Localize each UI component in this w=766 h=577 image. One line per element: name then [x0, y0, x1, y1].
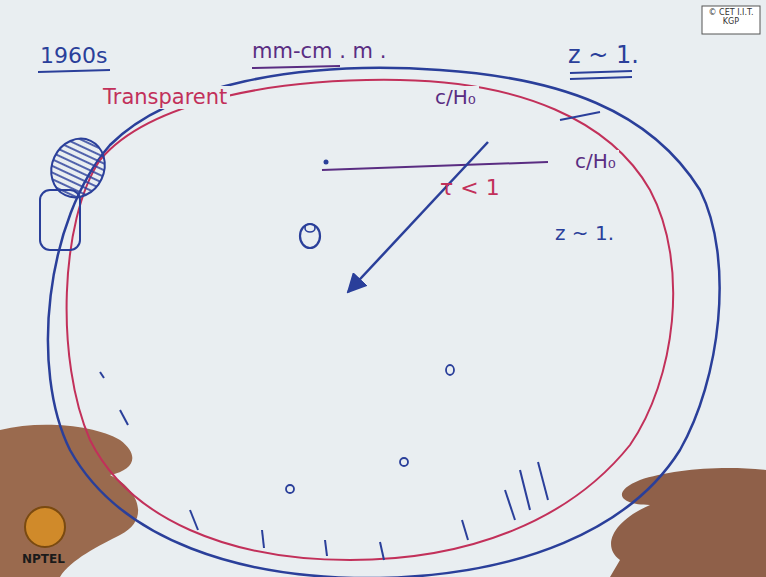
nptel-logo [25, 507, 65, 547]
radius-line [322, 162, 548, 170]
galaxy [400, 458, 408, 466]
logo-text: NPTEL [22, 553, 65, 566]
watermark-box [702, 6, 760, 34]
horizon-circle [67, 80, 674, 560]
scale-label: mm-cm . m . [252, 40, 386, 63]
distance-label: c/H₀ [432, 86, 479, 108]
tick-marks [100, 112, 600, 560]
galaxy [446, 365, 454, 375]
radius-arrow [348, 142, 488, 292]
distance-label: c/H₀ [572, 150, 619, 172]
hand [610, 468, 766, 577]
universe-boundary [48, 68, 720, 577]
underline [38, 66, 632, 79]
observer [305, 224, 315, 232]
region-label: Transparent [100, 86, 230, 109]
observer [300, 224, 320, 248]
redshift-label: z ~ 1. [568, 42, 639, 68]
watermark: © CET I.I.T. KGP [705, 9, 757, 27]
optical-depth-label: τ < 1 [440, 176, 500, 200]
redshift-label: z ~ 1. [552, 222, 617, 244]
patch [40, 190, 80, 250]
galaxy [286, 485, 294, 493]
date-label: 1960s [40, 44, 107, 68]
centre-dot [324, 160, 329, 165]
